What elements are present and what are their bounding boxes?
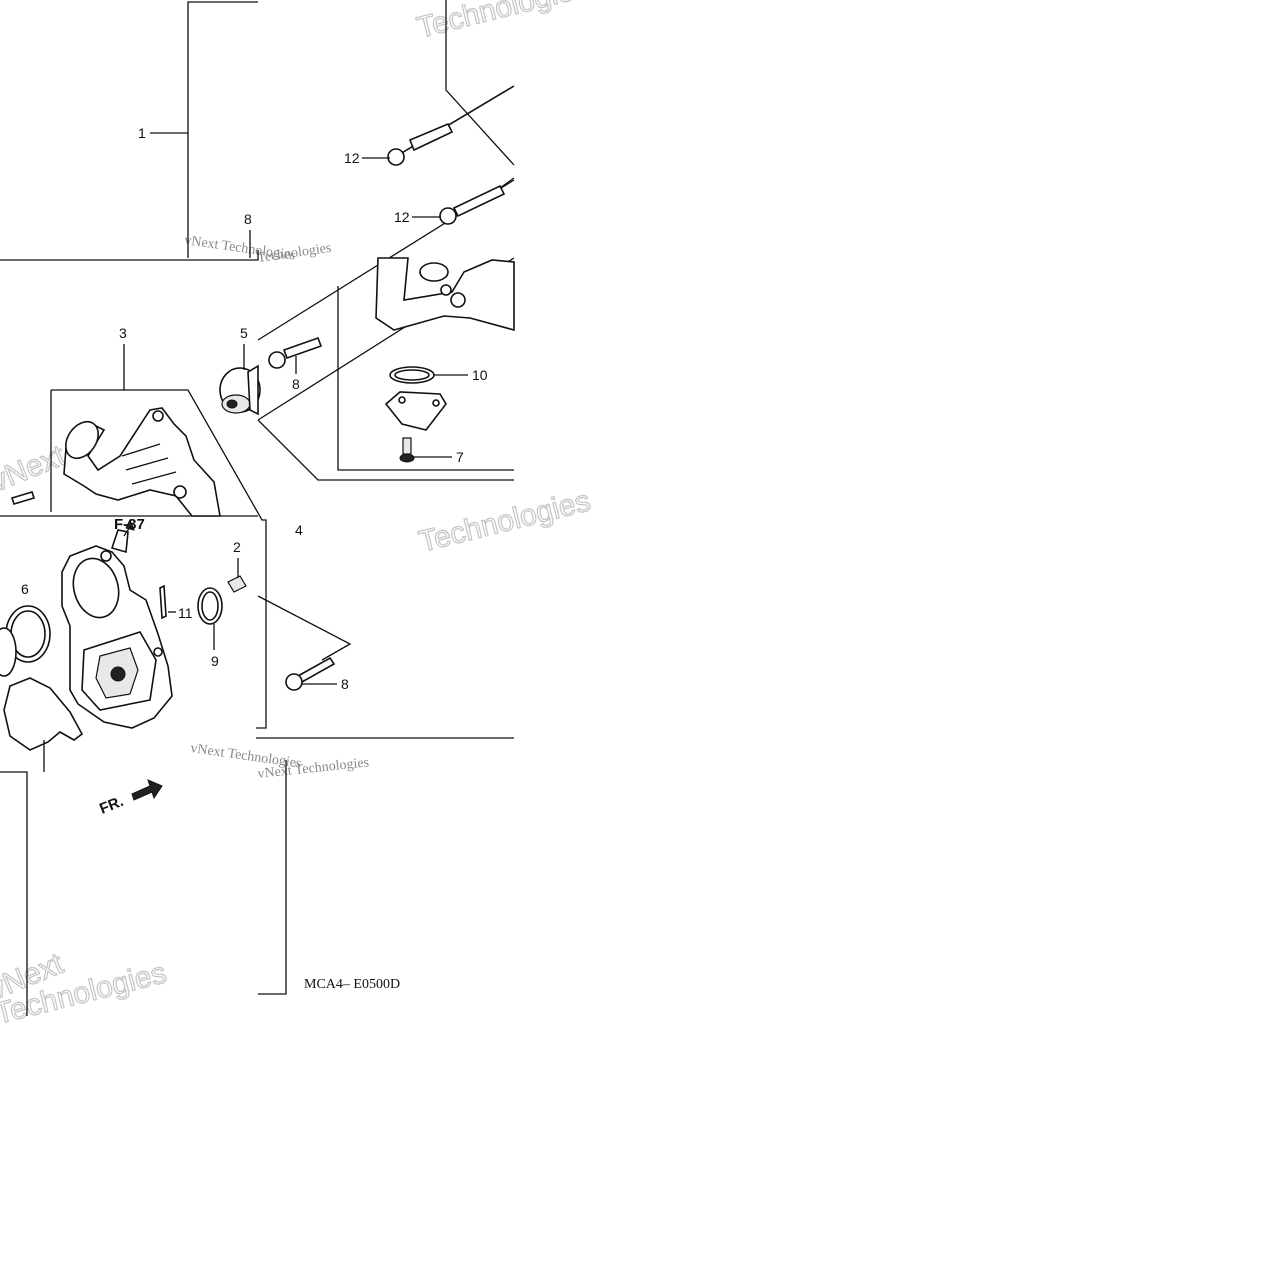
callout-6: 6 bbox=[21, 581, 29, 597]
watermark-text: vNext bbox=[0, 439, 70, 499]
callout-5: 5 bbox=[240, 325, 248, 341]
bolt-8-lower-icon bbox=[285, 656, 336, 691]
pump-body-4-icon bbox=[61, 518, 173, 729]
callout-labels: 1 12 12 8 3 5 8 10 7 4 2 6 11 9 8 bbox=[21, 125, 488, 692]
cover-plate-icon bbox=[384, 391, 447, 431]
thermostat-5-icon bbox=[219, 364, 261, 416]
o-ring-9-icon bbox=[197, 587, 223, 625]
watermark-text: Technologies bbox=[414, 0, 592, 45]
callout-11: 11 bbox=[178, 605, 193, 621]
callout-9: 9 bbox=[211, 653, 219, 669]
gasket-icon bbox=[3, 677, 84, 751]
bolt-12-upper-icon bbox=[387, 85, 515, 166]
o-ring-10-icon bbox=[389, 366, 435, 384]
callout-10: 10 bbox=[472, 367, 488, 383]
callout-4: 4 bbox=[295, 522, 303, 538]
drawing-code: MCA4– E0500D bbox=[304, 977, 400, 992]
callout-8: 8 bbox=[341, 676, 349, 692]
callout-1: 1 bbox=[138, 125, 146, 141]
bolt-7-icon bbox=[399, 437, 415, 463]
frame-lines bbox=[0, 0, 515, 1016]
thermostat-housing-icon bbox=[375, 257, 515, 332]
pump-housing-3-icon bbox=[63, 407, 221, 517]
reference-label-f37: F-37 bbox=[114, 516, 145, 533]
fitting-2-icon bbox=[227, 575, 247, 593]
callout-7: 7 bbox=[456, 449, 464, 465]
callout-2: 2 bbox=[233, 539, 241, 555]
front-direction-label: FR. bbox=[97, 793, 126, 818]
callout-8: 8 bbox=[292, 376, 300, 392]
bolt-8-upper-icon bbox=[268, 336, 323, 369]
watermark-text: Technologies bbox=[416, 484, 594, 558]
bolt-left-icon bbox=[10, 491, 36, 505]
parts-art bbox=[0, 85, 515, 801]
callout-12: 12 bbox=[344, 150, 360, 166]
bolt-12-lower-icon bbox=[439, 177, 515, 225]
impeller-icon bbox=[0, 627, 17, 677]
callout-3: 3 bbox=[119, 325, 127, 341]
front-direction-arrow-icon bbox=[131, 779, 163, 801]
clip-11-icon bbox=[159, 584, 176, 620]
callout-8: 8 bbox=[244, 211, 252, 227]
callout-12: 12 bbox=[394, 209, 410, 225]
